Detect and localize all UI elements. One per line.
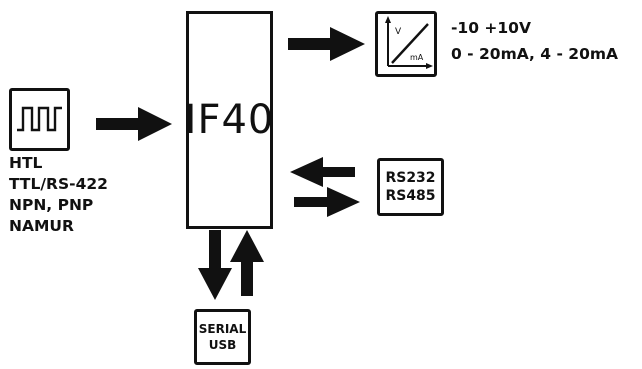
serial-in-arrow <box>290 157 355 187</box>
rs232-label: RS232 <box>385 170 436 186</box>
voltage-range: -10 +10V <box>451 19 531 37</box>
analog-output-ranges: -10 +10V 0 - 20mA, 4 - 20mA <box>451 15 618 67</box>
rs485-label: RS485 <box>385 188 436 204</box>
signal-type-item: NAMUR <box>9 217 74 235</box>
if40-label: IF40 <box>184 97 275 143</box>
graph-axis-ma-label: mA <box>410 53 424 62</box>
usb-in-arrow <box>230 230 264 296</box>
serial-label: SERIAL <box>198 322 247 336</box>
voltage-current-graph-icon: V mA <box>375 11 437 77</box>
signal-type-item: HTL <box>9 154 43 172</box>
graph-icon-drawing: V mA <box>385 16 433 69</box>
signal-type-item: NPN, PNP <box>9 196 94 214</box>
pulse-wave-icon <box>17 106 62 132</box>
pulse-wave-icon <box>9 88 70 151</box>
input-signal-list: HTL TTL/RS-422 NPN, PNP NAMUR <box>9 153 108 237</box>
signal-type-item: TTL/RS-422 <box>9 175 108 193</box>
usb-label: USB <box>208 338 237 352</box>
analog-output-arrow <box>288 27 365 61</box>
serial-interface-box: RS232 RS485 <box>377 158 444 216</box>
graph-axis-v-label: V <box>395 27 402 37</box>
usb-interface-box: SERIAL USB <box>194 309 251 365</box>
current-range: 0 - 20mA, 4 - 20mA <box>451 45 619 63</box>
serial-out-arrow <box>294 187 360 217</box>
input-arrow <box>96 107 172 141</box>
if40-module: IF40 <box>184 11 275 229</box>
usb-out-arrow <box>198 230 232 300</box>
